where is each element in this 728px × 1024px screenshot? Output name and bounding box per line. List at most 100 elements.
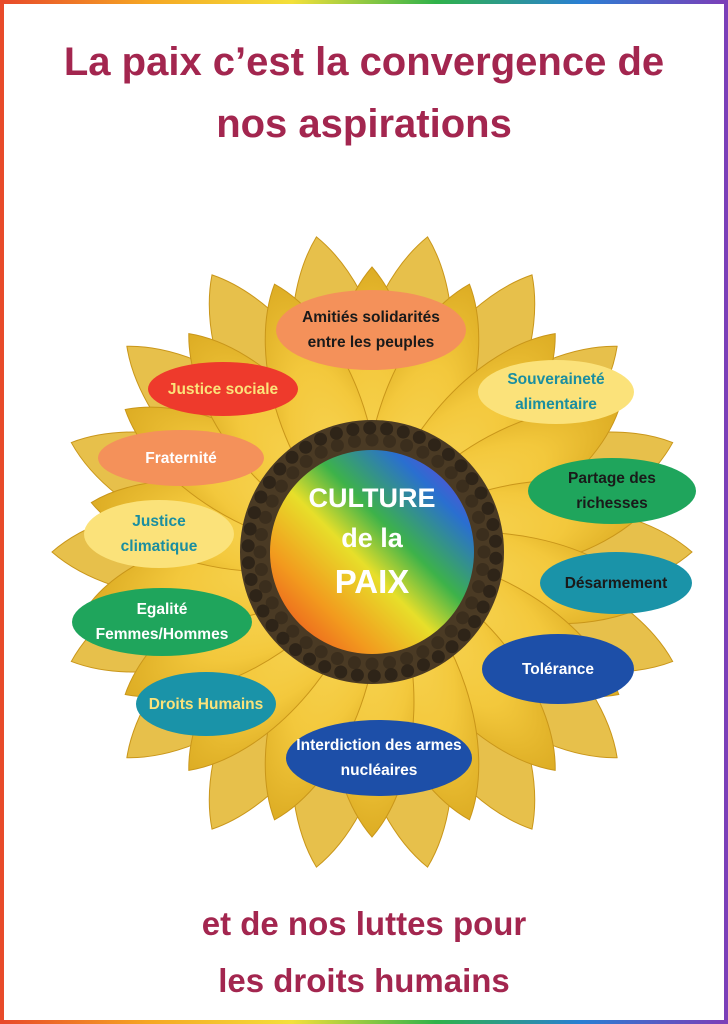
seed: [483, 584, 497, 598]
seed: [465, 494, 479, 508]
seed: [347, 434, 361, 448]
seed: [476, 563, 490, 577]
seed: [456, 479, 470, 493]
seed: [431, 650, 445, 664]
seed: [265, 596, 279, 610]
title-line-2: nos aspirations: [216, 102, 512, 146]
bubble-justice-climatique: Justice climatique: [84, 500, 234, 568]
seed: [265, 494, 279, 508]
seed: [487, 568, 501, 582]
seed: [285, 450, 299, 464]
seed: [241, 556, 255, 570]
seed: [299, 636, 313, 650]
seed: [486, 518, 500, 532]
center-line-1: CULTURE: [308, 483, 436, 513]
seed: [474, 486, 488, 500]
center-line-3: PAIX: [334, 563, 410, 600]
seed: [276, 631, 290, 645]
seed: [477, 545, 491, 559]
seed: [258, 580, 272, 594]
seed: [465, 596, 479, 610]
seed: [299, 454, 313, 468]
bubble-droits-humains: Droits Humains: [136, 672, 276, 736]
seed: [416, 645, 430, 659]
seed: [274, 479, 288, 493]
seed: [489, 534, 503, 548]
seed: [481, 501, 495, 515]
seed: [476, 527, 490, 541]
seed: [256, 604, 270, 618]
seed: [454, 459, 468, 473]
seed: [241, 539, 255, 553]
seed: [289, 643, 303, 657]
seed: [314, 432, 328, 446]
seed: [444, 466, 458, 480]
seed: [412, 430, 426, 444]
seed: [380, 422, 394, 436]
seed: [444, 624, 458, 638]
seed: [472, 580, 486, 594]
seed: [427, 438, 441, 452]
center-label: CULTURE de la PAIX: [270, 478, 474, 602]
bubble-amities: Amitiés solidarités entre les peuples: [276, 290, 466, 370]
seed: [457, 628, 471, 642]
seed: [254, 490, 268, 504]
seed: [400, 652, 414, 666]
seed: [247, 506, 261, 520]
seed: [265, 618, 279, 632]
seed: [445, 640, 459, 654]
seed: [273, 462, 287, 476]
seed: [363, 421, 377, 435]
seed: [400, 438, 414, 452]
seed: [489, 551, 503, 565]
seed: [465, 472, 479, 486]
seed: [456, 611, 470, 625]
seed: [286, 466, 300, 480]
bubble-partage: Partage des richesses: [528, 458, 696, 524]
seed: [468, 615, 482, 629]
seed: [254, 563, 268, 577]
seed: [350, 668, 364, 682]
seed: [254, 527, 268, 541]
seed: [244, 572, 258, 586]
seed: [314, 645, 328, 659]
center-line-2: de la: [341, 523, 403, 553]
seed: [334, 665, 348, 679]
seed: [330, 438, 344, 452]
title-line-1: La paix c’est la convergence de: [63, 40, 665, 84]
seed: [383, 434, 397, 448]
seed: [384, 668, 398, 682]
seed: [303, 652, 317, 666]
seed: [401, 664, 415, 678]
bubble-justice-sociale: Justice sociale: [148, 362, 298, 416]
seed: [262, 475, 276, 489]
seed: [367, 669, 381, 683]
footer-line-1: et de nos luttes pour: [201, 905, 527, 942]
seed: [441, 447, 455, 461]
bubble-fraternite: Fraternité: [98, 430, 264, 486]
seed: [314, 445, 328, 459]
seed: [258, 510, 272, 524]
seed: [274, 611, 288, 625]
seed: [330, 652, 344, 666]
seed: [318, 660, 332, 674]
seed: [431, 636, 445, 650]
seed: [365, 433, 379, 447]
bubble-desarmement: Désarmement: [540, 552, 692, 614]
seed: [476, 600, 490, 614]
bubble-tolerance: Tolérance: [482, 634, 634, 704]
seed: [329, 426, 343, 440]
seed: [286, 624, 300, 638]
seed: [396, 425, 410, 439]
seed: [346, 422, 360, 436]
bubble-interdiction: Interdiction des armes nucléaires: [286, 720, 472, 796]
rainbow-center: [270, 450, 474, 654]
seed: [347, 656, 361, 670]
bubble-souverainete: Souveraineté alimentaire: [478, 360, 634, 424]
seed-dots: [241, 421, 503, 683]
seed: [365, 657, 379, 671]
seed: [243, 522, 257, 536]
seed: [416, 658, 430, 672]
seed: [472, 510, 486, 524]
seed: [249, 589, 263, 603]
